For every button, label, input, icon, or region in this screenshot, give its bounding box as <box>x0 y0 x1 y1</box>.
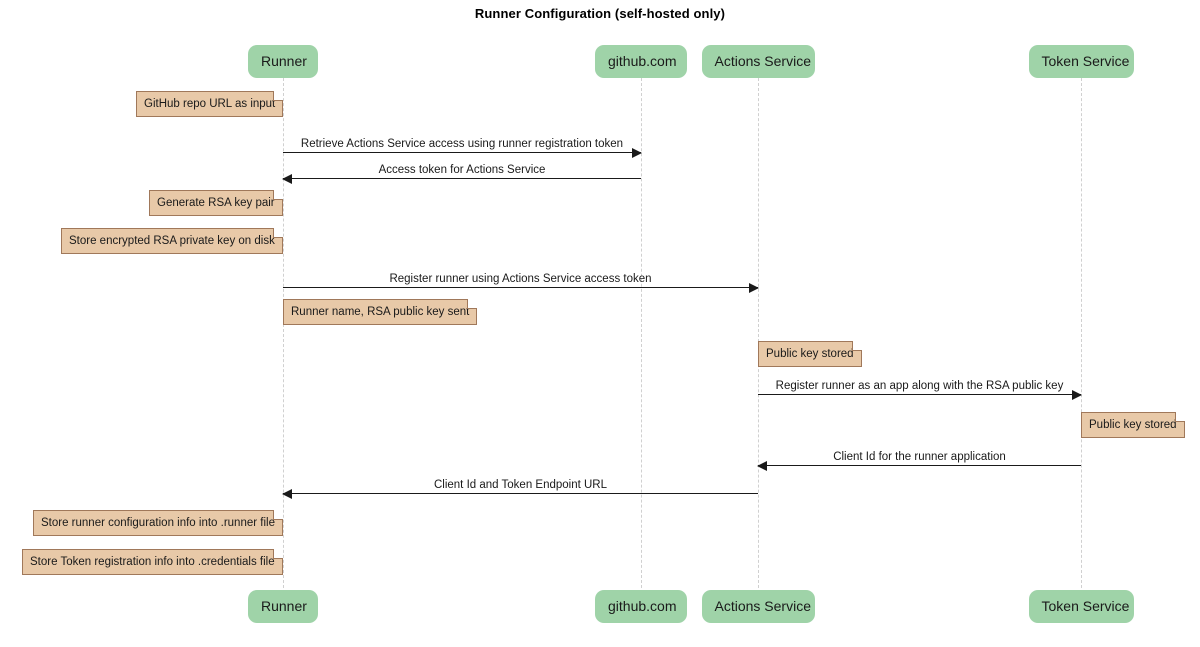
msg-register-runner-using-access-token: Register runner using Actions Service ac… <box>283 273 759 293</box>
lifeline-actions <box>758 78 759 588</box>
note-generate-rsa-key-pair-text: Generate RSA key pair <box>157 197 275 209</box>
participant-footer-github[interactable]: github.com <box>595 590 687 623</box>
participant-header-actions[interactable]: Actions Service <box>701 45 815 78</box>
participant-header-token[interactable]: Token Service <box>1028 45 1134 78</box>
note-public-key-stored-token-text: Public key stored <box>1089 419 1177 431</box>
note-github-repo-url-text: GitHub repo URL as input <box>144 98 276 110</box>
msg-client-id-for-runner-application-label: Client Id for the runner application <box>833 451 1006 463</box>
diagram-title: Runner Configuration (self-hosted only) <box>474 6 726 21</box>
participant-footer-runner[interactable]: Runner <box>248 590 318 623</box>
note-fold-corner-icon <box>852 341 862 351</box>
lifeline-token <box>1081 78 1082 588</box>
note-runner-name-rsa-public-key-text: Runner name, RSA public key sent <box>291 306 470 318</box>
arrowhead-left-icon <box>282 489 292 499</box>
lifeline-github <box>641 78 642 588</box>
note-fold-corner-icon <box>273 549 283 559</box>
note-runner-name-rsa-public-key: Runner name, RSA public key sent <box>283 299 477 325</box>
msg-register-runner-using-access-token-label: Register runner using Actions Service ac… <box>389 273 652 285</box>
participant-footer-token[interactable]: Token Service <box>1028 590 1134 623</box>
msg-client-id-for-runner-application: Client Id for the runner application <box>757 451 1081 471</box>
note-fold-corner-icon <box>273 510 283 520</box>
arrowhead-left-icon <box>282 174 292 184</box>
arrowhead-left-icon <box>757 461 767 471</box>
note-store-encrypted-rsa-private-key-text: Store encrypted RSA private key on disk <box>69 235 275 247</box>
note-github-repo-url: GitHub repo URL as input <box>136 91 283 117</box>
note-public-key-stored-actions-text: Public key stored <box>766 348 854 360</box>
arrowhead-right-icon <box>1072 390 1082 400</box>
note-fold-corner-icon <box>273 190 283 200</box>
arrowhead-right-icon <box>632 148 642 158</box>
note-generate-rsa-key-pair: Generate RSA key pair <box>149 190 283 216</box>
msg-retrieve-actions-service-access: Retrieve Actions Service access using ru… <box>283 138 642 158</box>
msg-retrieve-actions-service-access-label: Retrieve Actions Service access using ru… <box>300 138 624 150</box>
note-fold-corner-icon <box>273 91 283 101</box>
note-store-token-registration-text: Store Token registration info into .cred… <box>30 556 275 568</box>
msg-client-id-and-token-endpoint-url-label: Client Id and Token Endpoint URL <box>433 479 608 491</box>
note-store-runner-config: Store runner configuration info into .ru… <box>33 510 283 536</box>
note-public-key-stored-actions: Public key stored <box>758 341 862 367</box>
note-fold-corner-icon <box>467 299 477 309</box>
note-public-key-stored-token: Public key stored <box>1081 412 1185 438</box>
participant-footer-actions[interactable]: Actions Service <box>701 590 815 623</box>
msg-access-token-for-actions-service: Access token for Actions Service <box>282 164 641 184</box>
note-store-token-registration: Store Token registration info into .cred… <box>22 549 283 575</box>
note-store-runner-config-text: Store runner configuration info into .ru… <box>41 517 275 529</box>
msg-register-runner-as-an-app: Register runner as an app along with the… <box>758 380 1082 400</box>
lifeline-runner <box>283 78 284 588</box>
participant-header-github[interactable]: github.com <box>595 45 687 78</box>
note-fold-corner-icon <box>1175 412 1185 422</box>
note-fold-corner-icon <box>273 228 283 238</box>
msg-register-runner-as-an-app-label: Register runner as an app along with the… <box>775 380 1064 392</box>
msg-client-id-and-token-endpoint-url: Client Id and Token Endpoint URL <box>282 479 758 499</box>
msg-access-token-for-actions-service-label: Access token for Actions Service <box>378 164 546 176</box>
participant-header-runner[interactable]: Runner <box>248 45 318 78</box>
note-store-encrypted-rsa-private-key: Store encrypted RSA private key on disk <box>61 228 283 254</box>
arrowhead-right-icon <box>749 283 759 293</box>
